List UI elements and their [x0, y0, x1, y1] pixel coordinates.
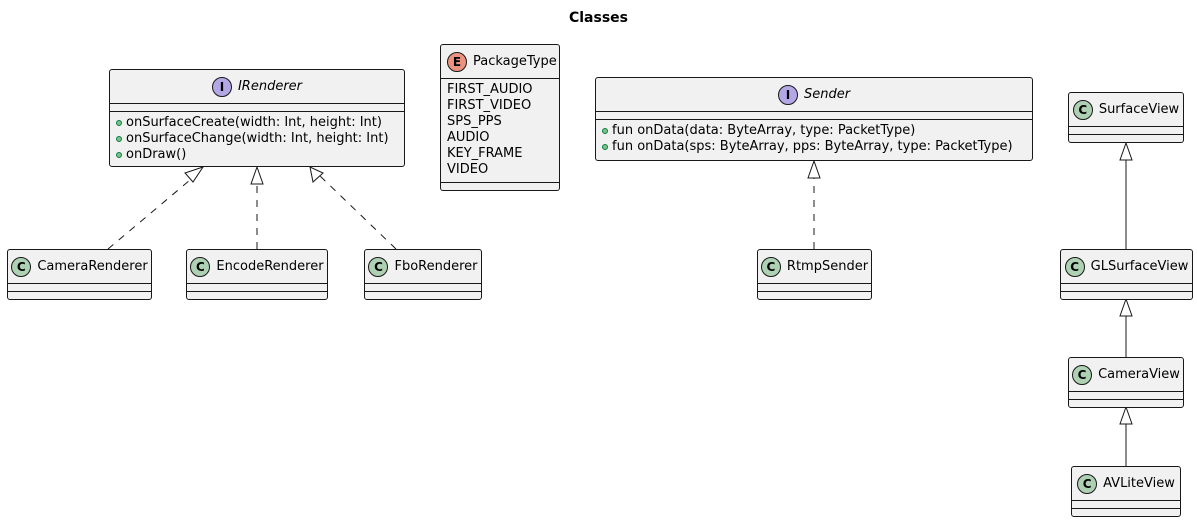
public-method-icon: [116, 120, 122, 126]
interface-badge-icon: I: [777, 84, 798, 105]
class-header: C AVLiteView: [1072, 467, 1180, 501]
fields-section: [187, 284, 327, 292]
public-method-icon: [602, 144, 608, 150]
class-badge-icon: C: [760, 256, 781, 277]
fields-section: [110, 104, 404, 112]
arrowhead-fborenderer-irenderer: [309, 166, 324, 183]
class-header: C GLSurfaceView: [1061, 250, 1192, 284]
class-name: CameraRenderer: [37, 259, 148, 274]
enum-value: VIDEO: [447, 162, 489, 177]
fields-section: [8, 284, 151, 292]
class-name: EncodeRenderer: [216, 259, 324, 274]
class-header: C EncodeRenderer: [187, 250, 327, 284]
enum-value: SPS_PPS: [447, 114, 502, 129]
class-badge-icon: C: [368, 256, 389, 277]
enum-value: KEY_FRAME: [447, 146, 523, 161]
methods-section: fun onData(data: ByteArray, type: Packet…: [596, 120, 1032, 155]
methods-section: onSurfaceCreate(width: Int, height: Int)…: [110, 112, 404, 163]
fields-section: [1069, 392, 1183, 400]
class-name: AVLiteView: [1103, 476, 1175, 491]
arrowhead-glsurfaceview-surfaceview: [1119, 141, 1133, 161]
public-method-icon: [116, 152, 122, 158]
values-section: FIRST_AUDIO FIRST_VIDEO SPS_PPS AUDIO KE…: [441, 79, 559, 183]
class-cameraview[interactable]: C CameraView: [1068, 357, 1184, 408]
class-irenderer[interactable]: I IRenderer onSurfaceCreate(width: Int, …: [109, 69, 405, 167]
method-row: fun onData(sps: ByteArray, pps: ByteArra…: [596, 139, 1032, 155]
public-method-icon: [116, 136, 122, 142]
class-name: FboRenderer: [394, 259, 478, 274]
public-method-icon: [602, 128, 608, 134]
edge-camerarenderer-irenderer: [107, 174, 197, 250]
diagram-title: Classes: [568, 10, 628, 26]
arrowhead-camerarenderer-irenderer: [184, 166, 205, 183]
class-name: SurfaceView: [1098, 102, 1180, 117]
class-header: C CameraRenderer: [8, 250, 151, 284]
interface-badge-icon: I: [211, 76, 232, 97]
class-name: GLSurfaceView: [1090, 259, 1189, 274]
edge-fborenderer-irenderer: [318, 174, 397, 250]
enum-value: AUDIO: [447, 130, 490, 145]
class-name: Sender: [803, 87, 851, 102]
class-name: IRenderer: [237, 79, 303, 94]
class-header: C RtmpSender: [758, 250, 871, 284]
class-header: I IRenderer: [110, 70, 404, 104]
arrowhead-encoderenderer-irenderer: [250, 165, 264, 185]
class-header: E PackageType: [441, 45, 559, 79]
class-header: I Sender: [596, 78, 1032, 112]
class-badge-icon: C: [1064, 256, 1085, 277]
class-name: CameraView: [1098, 367, 1180, 382]
arrowhead-rtmpsender-sender: [807, 159, 821, 179]
class-badge-icon: C: [1072, 364, 1093, 385]
class-badge-icon: C: [11, 256, 32, 277]
fields-section: [1072, 501, 1180, 509]
class-avliteview[interactable]: C AVLiteView: [1071, 466, 1181, 517]
class-header: C SurfaceView: [1069, 93, 1183, 127]
enum-packagetype[interactable]: E PackageType FIRST_AUDIO FIRST_VIDEO SP…: [440, 44, 560, 191]
class-sender[interactable]: I Sender fun onData(data: ByteArray, typ…: [595, 77, 1033, 161]
fields-section: [1061, 284, 1192, 292]
enum-badge-icon: E: [447, 51, 467, 72]
fields-section: [758, 284, 871, 292]
class-name: RtmpSender: [786, 259, 869, 274]
class-badge-icon: C: [190, 256, 211, 277]
class-rtmpsender[interactable]: C RtmpSender: [757, 249, 872, 300]
fields-section: [365, 284, 481, 292]
method-row: onSurfaceCreate(width: Int, height: Int): [110, 115, 404, 131]
arrowhead-cameraview-glsurfaceview: [1119, 297, 1133, 317]
arrowhead-avliteview-cameraview: [1119, 405, 1133, 425]
class-glsurfaceview[interactable]: C GLSurfaceView: [1060, 249, 1193, 300]
fields-section: [596, 112, 1032, 120]
method-row: onDraw(): [110, 147, 404, 163]
class-camerarenderer[interactable]: C CameraRenderer: [7, 249, 152, 300]
class-fborenderer[interactable]: C FboRenderer: [364, 249, 482, 300]
class-header: C FboRenderer: [365, 250, 481, 284]
class-surfaceview[interactable]: C SurfaceView: [1068, 92, 1184, 143]
class-badge-icon: C: [1072, 99, 1093, 120]
class-header: C CameraView: [1069, 358, 1183, 392]
method-row: onSurfaceChange(width: Int, height: Int): [110, 131, 404, 147]
enum-value: FIRST_AUDIO: [447, 82, 533, 97]
class-encoderenderer[interactable]: C EncodeRenderer: [186, 249, 328, 300]
class-badge-icon: C: [1077, 473, 1098, 494]
fields-section: [1069, 127, 1183, 135]
enum-value: FIRST_VIDEO: [447, 98, 532, 113]
class-name: PackageType: [473, 54, 557, 69]
method-row: fun onData(data: ByteArray, type: Packet…: [596, 123, 1032, 139]
